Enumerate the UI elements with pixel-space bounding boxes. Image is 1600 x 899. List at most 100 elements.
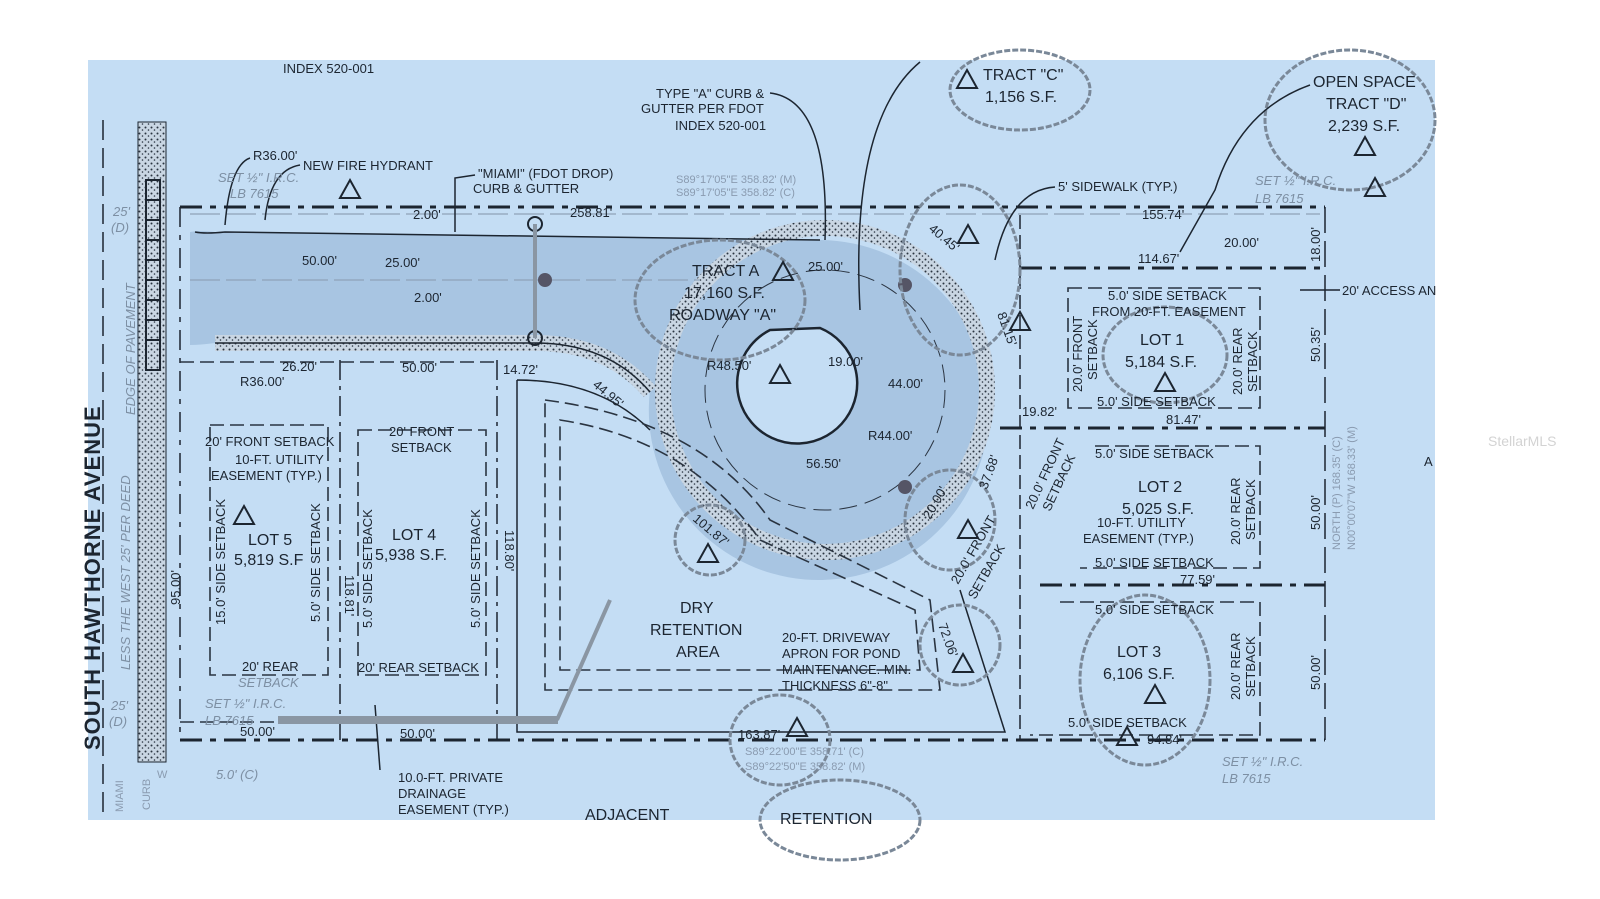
lot-4: LOT 4 5,938 S.F. 20' FRONT SETBACK 20' R… (358, 424, 483, 675)
lot-3-area: 6,106 S.F. (1103, 666, 1175, 683)
lot-2-area: 5,025 S.F. (1122, 501, 1194, 518)
deed-note: LESS THE WEST 25' PER DEED (118, 475, 133, 670)
dim: 81.47' (1166, 412, 1201, 427)
note-retention-bottom: RETENTION (780, 811, 872, 828)
note-set-irc-tr: SET ½" I.R.C. (1255, 173, 1336, 188)
note-lb-br: LB 7615 (1222, 771, 1271, 786)
drainage-pipe (278, 716, 558, 724)
note-driveway-1: 20-FT. DRIVEWAY (782, 630, 891, 645)
revision-triangle-icon (1363, 175, 1387, 197)
note-set-irc: SET ½" I.R.C. (218, 170, 299, 185)
lot-2-rear: 20.0' REAR (1228, 477, 1243, 545)
lot-1-area: 5,184 S.F. (1125, 354, 1197, 371)
dim: 155.74' (1142, 207, 1184, 222)
drainage-pipe-branch (555, 599, 612, 721)
notes: INDEX 520-001 TYPE "A" CURB & GUTTER PER… (109, 61, 1436, 828)
revision-triangle-icon (768, 362, 792, 384)
lot-4-front: 20' FRONT (389, 424, 454, 439)
dim: 50.00' (402, 360, 437, 375)
note-adjacent: ADJACENT (585, 807, 670, 824)
w-label: W (157, 769, 168, 781)
note-driveway-2: APRON FOR POND (782, 646, 900, 661)
retention-l2: RETENTION (650, 622, 742, 639)
revision-triangle-icon (338, 177, 362, 199)
lot-4-side-l: 5.0' SIDE SETBACK (360, 509, 375, 628)
lot-5-util-1: 10-FT. UTILITY (235, 452, 324, 467)
lot-5-rear2: SETBACK (238, 675, 300, 690)
dim: 14.72' (503, 362, 538, 377)
note-type-a-2: GUTTER PER FDOT (641, 101, 764, 116)
revision-triangle-icon (1353, 134, 1377, 156)
note-driveway-3: MAINTENANCE. MIN. (782, 662, 911, 677)
dim: 95.00' (168, 570, 183, 605)
dim-d-bot: (D) (109, 714, 127, 729)
tract-c-area: 1,156 S.F. (985, 89, 1057, 106)
tract-d-name: TRACT "D" (1326, 96, 1406, 113)
dim: 118.80' (502, 530, 517, 571)
note-sidewalk: 5' SIDEWALK (TYP.) (1058, 179, 1178, 194)
dim: 50.00' (1308, 655, 1323, 690)
lot-4-side-r: 5.0' SIDE SETBACK (468, 509, 483, 628)
dim-25-top: 25' (112, 204, 130, 219)
tract-d-area: 2,239 S.F. (1328, 118, 1400, 135)
lot-1-name: LOT 1 (1140, 332, 1184, 349)
street-name: SOUTH HAWTHORNE AVENUE (80, 405, 105, 750)
revision-triangles (232, 67, 1387, 746)
note-index-top: INDEX 520-001 (283, 61, 374, 76)
dim: 50.00' (400, 726, 435, 741)
dim: 20.00' (1224, 235, 1259, 250)
dim: 44.00' (888, 376, 923, 391)
lot-5-area: 5,819 S.F (234, 552, 304, 569)
dimensions: 2.00' 258.81' 50.00' 25.00' 2.00' 26.20'… (168, 205, 1323, 747)
revision-triangle-icon (771, 259, 795, 281)
note-type-a-3: INDEX 520-001 (675, 118, 766, 133)
dim: 50.00' (240, 724, 275, 739)
revision-triangle-icon (955, 67, 979, 89)
lot-2-util-1: 10-FT. UTILITY (1097, 515, 1186, 530)
note-lb: LB 7615 (230, 186, 279, 201)
tract-a-area: 17,160 S.F. (684, 285, 765, 302)
lot-1-side-top2: FROM 20-FT. EASEMENT (1092, 304, 1246, 319)
lot-2-side-top: 5.0' SIDE SETBACK (1095, 446, 1214, 461)
dim-5c: 5.0' (C) (216, 767, 258, 782)
revision-triangle-icon (956, 517, 980, 539)
dim: 56.50' (806, 456, 841, 471)
note-driveway-4: THICKNESS 6"-8" (782, 678, 888, 693)
dim: 114.67' (1138, 251, 1179, 266)
revision-triangle-icon (696, 541, 720, 563)
bearing-bot-c: S89°22'00"E 358.71' (C) (745, 746, 864, 758)
note-drainage-1: 10.0-FT. PRIVATE (398, 770, 503, 785)
revision-triangle-icon (1115, 724, 1139, 746)
lot-3-rear: 20.0' REAR (1228, 632, 1243, 700)
note-type-a-1: TYPE "A" CURB & (656, 86, 765, 101)
dim: 25.00' (808, 259, 843, 274)
bearing-top-m: S89°17'05"E 358.82' (M) (676, 174, 796, 186)
dim-d-top: (D) (111, 220, 129, 235)
tract-a-name: TRACT A (692, 263, 760, 280)
dim: 19.82' (1022, 404, 1057, 419)
retention-l1: DRY (680, 600, 714, 617)
bearing-top-c: S89°17'05"E 358.82' (C) (676, 187, 795, 199)
lot-1-front2: SETBACK (1085, 319, 1100, 380)
note-set-irc-bl: SET ½" I.R.C. (205, 696, 286, 711)
lot-3-name: LOT 3 (1117, 644, 1161, 661)
dim: 50.00' (302, 253, 337, 268)
note-fire-hydrant: NEW FIRE HYDRANT (303, 158, 433, 173)
miami-label: MIAMI (114, 780, 126, 812)
tract-labels: TRACT A 17,160 S.F. ROADWAY "A" TRACT "C… (650, 67, 1416, 661)
dim: 25.00' (385, 255, 420, 270)
note-lb-bl: LB 7615 (205, 713, 254, 728)
note-lb-tr: LB 7615 (1255, 191, 1304, 206)
tract-c-name: TRACT "C" (983, 67, 1063, 84)
lot-2-util-2: EASEMENT (TYP.) (1083, 531, 1194, 546)
lot-3-side-bot: 5.0' SIDE SETBACK (1068, 715, 1187, 730)
dim: 94.84' (1147, 732, 1182, 747)
setback-lines (209, 287, 1261, 736)
lot-1: LOT 1 5,184 S.F. 5.0' SIDE SETBACK FROM … (1070, 288, 1260, 409)
note-drainage-3: EASEMENT (TYP.) (398, 802, 509, 817)
lot-1-rear2: SETBACK (1245, 331, 1260, 392)
lot-5-util-2: EASEMENT (TYP.) (211, 468, 322, 483)
dim: 77.59' (1180, 572, 1215, 587)
revision-triangle-icon (1153, 370, 1177, 392)
lot-2-side-bot: 5.0' SIDE SETBACK (1095, 555, 1214, 570)
